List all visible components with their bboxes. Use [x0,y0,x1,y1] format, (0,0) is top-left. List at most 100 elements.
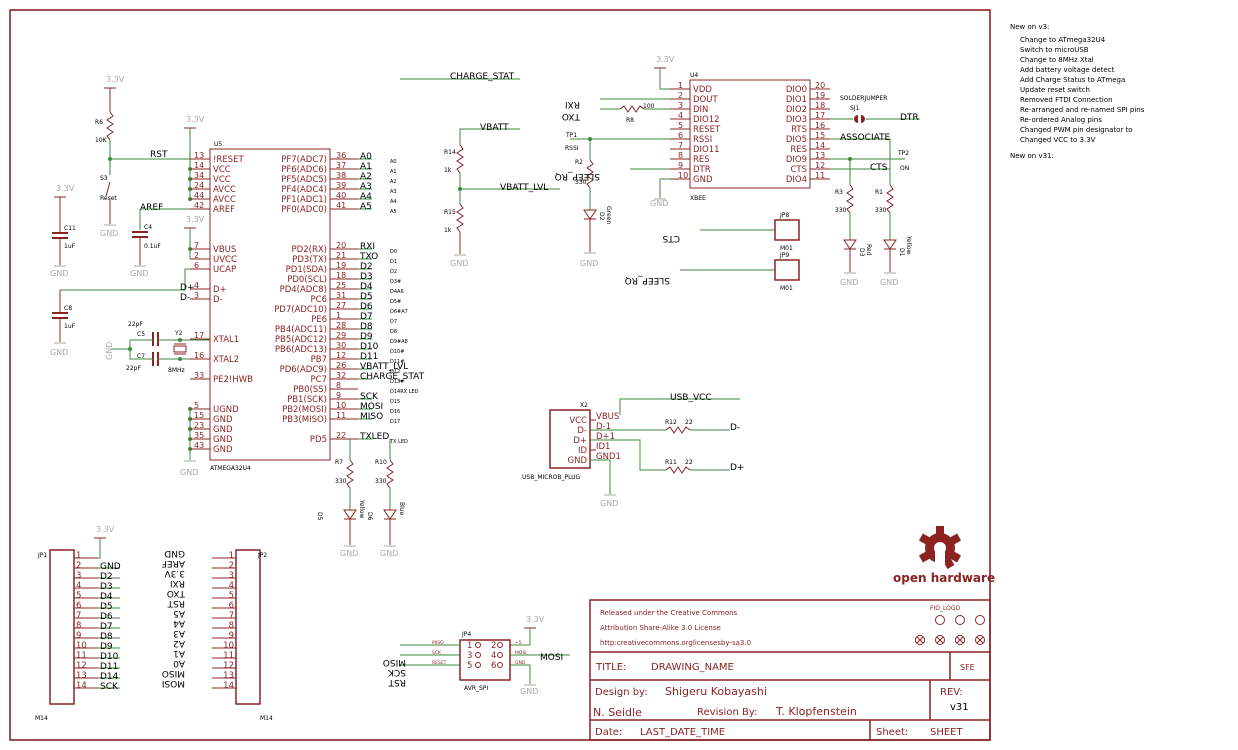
gnd-xbee: GND [650,199,668,208]
sj1-ref: SJ1 [850,105,860,112]
usb-pin-name: D- [577,426,587,436]
u5-pin-number: 25 [336,281,346,290]
usb-pin-net: ID1 [596,442,610,452]
u5-pin-name: AVCC [213,185,236,195]
xbee-pin-name: RESET [693,125,721,135]
d5-ref: D5 [316,512,323,521]
c7-ref: C7 [137,353,145,360]
license-line-2: Attribution Share-Alike 3.0 License [600,624,721,632]
u5-net-label: A4 [360,192,372,202]
jp1-pin-number: 2 [76,561,81,571]
reset-switch [105,181,111,197]
gnd-c8: GND [50,348,68,357]
d2-led [583,209,597,220]
jp4-pin-number: 4 [491,651,496,661]
xbee-pin-name: DTR [693,165,711,175]
u5-net-label: D4 [360,282,373,292]
xbee-pin-number: 9 [678,161,683,170]
jp1-body [49,549,75,705]
vbatt-net: VBATT [480,123,509,133]
jp2-net-label: A0 [173,658,185,668]
u5-pin-name: GND [213,415,233,425]
d5-led [343,509,357,520]
u5-pin-name: PB4(ADC11) [275,325,327,335]
usb-pin-name: VCC [569,416,587,426]
u5-pin-name: PF1(ADC1) [281,195,327,205]
xbee-pin-name: CTS [790,165,807,175]
u5-net-label: D10 [360,342,379,352]
u5-pin-number: 17 [194,331,204,340]
xbee-pin-number: 12 [815,161,825,170]
jp1-pin-number: 13 [76,671,87,681]
u5-pin-number: 13 [194,151,204,160]
jp2-pin-number: 14 [223,681,234,691]
jp1-pin-number: 10 [76,641,87,651]
r15-value: 1k [444,227,452,234]
jp2-net-label: A2 [173,638,185,648]
u5-pin-name: VCC [213,165,231,175]
d6-color: Blue [398,502,405,516]
jp2-pin-number: 3 [229,571,234,581]
oshw-text: open hardware [893,571,995,585]
u5-pin-number: 10 [336,401,346,410]
r11-resistor [665,466,691,474]
s3-name: Reset [100,195,117,202]
jp2-pins: 1GND2AREF33.3V4RXI5TXO6RST7A58A49A310A21… [162,548,236,691]
usb-pin-name: D+ [573,436,587,446]
jp2-pin-number: 2 [229,561,234,571]
u5-pin-number: 19 [336,261,346,270]
u5-pin-number: 2 [194,251,199,260]
u5-arduino-pin: D13# [390,379,404,385]
xbee-pin-number: 18 [815,101,825,110]
jp2-net-label: MOSI [162,678,185,688]
supply-3v3-jp4: 3.3V [526,615,545,624]
drawing-title: DRAWING_NAME [651,662,734,673]
u5-arduino-pin: D0 [390,249,397,255]
u5-pin-number: 18 [336,271,346,280]
notes-v31-header: New on v31: [1010,152,1054,160]
aref-net-label: AREF [140,203,163,213]
u5-net-label: A0 [360,152,372,162]
u5-pin-name: UGND [213,405,239,415]
gnd-d1: GND [880,278,898,287]
r15-ref: R15 [444,209,456,216]
r8-value: 100 [643,103,655,110]
u5-pin-number: 6 [194,261,199,270]
xbee-pin-name: RSSI [693,135,712,145]
r14-value: 1k [444,167,452,174]
jp1-net-label: D10 [100,652,119,662]
usb-pin-name: GND [568,456,588,466]
jp2-pin-number: 12 [223,661,234,671]
u5-pin-number: 28 [336,321,346,330]
jp4-pin-number: 5 [467,661,472,671]
u5-pin-number: 29 [336,331,346,340]
tp2-name: ON [900,165,909,172]
u5-pin-number: 16 [194,351,204,360]
u5-net-label: SCK [360,392,379,402]
jp2-pin-number: 9 [229,631,234,641]
u5-pin-name: XTAL1 [213,335,239,345]
jp1-net-label: D11 [100,662,118,672]
u5-pin-name: PB7 [311,355,327,365]
u5-net-label: A2 [360,172,372,182]
r12-ref: R12 [665,419,677,426]
u5-arduino-pin: A3 [390,189,397,195]
r2-resistor [586,159,594,189]
jp1-net-label: SCK [100,682,119,692]
u5-arduino-pin: D4A6 [390,289,404,295]
notes-item: Changed VCC to 3.3V [1020,136,1096,144]
jp4-pin-number: 3 [467,651,472,661]
u5-net-label: TXLED [359,432,389,442]
gnd-r15: GND [450,259,468,268]
jp8-body [774,219,800,241]
u5-pin-number: 14 [194,161,204,170]
u5-pin-number: 36 [336,151,346,160]
u5-pin-number: 30 [336,341,346,350]
u5-net-label: D7 [360,312,373,322]
u5-pin-number: 42 [194,201,204,210]
jp2-net-label: RST [167,598,185,608]
